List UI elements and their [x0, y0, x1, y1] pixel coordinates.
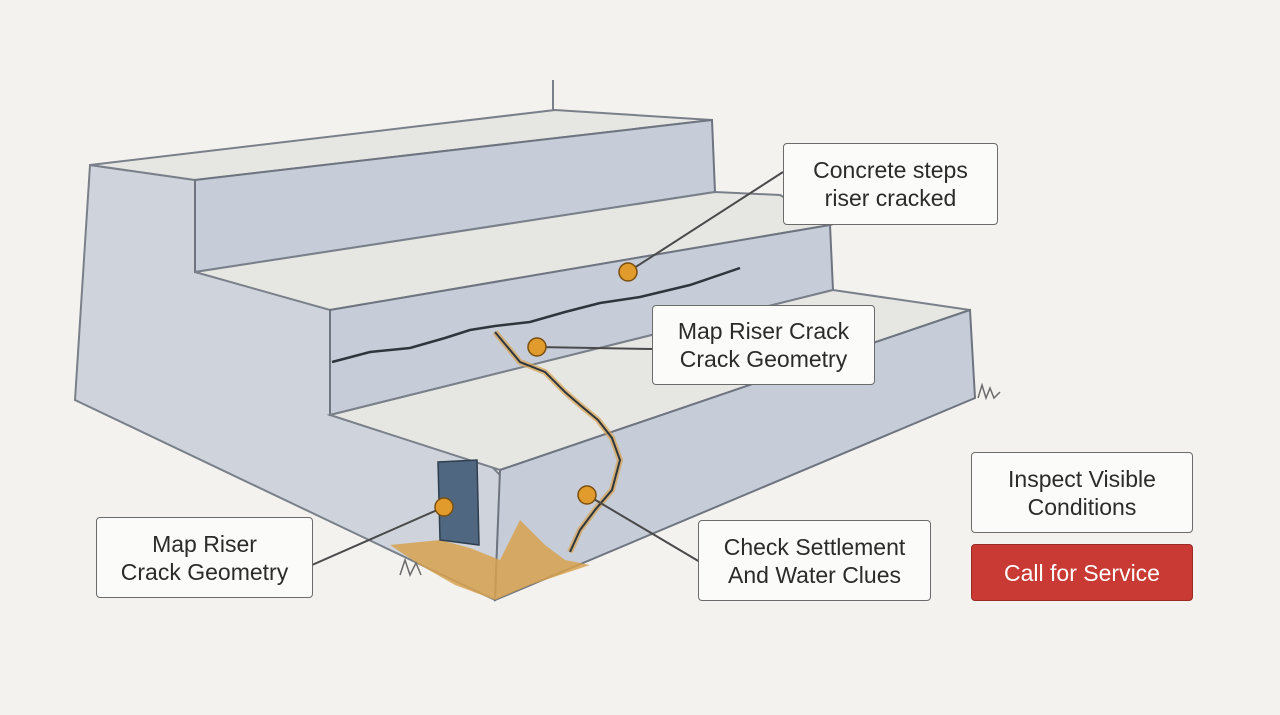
callout-text: Map Riser Crack — [677, 318, 850, 344]
callout-riser-cracked: Concrete steps riser cracked — [783, 143, 998, 225]
riser-crack — [331, 266, 741, 364]
grass-tuft — [399, 557, 422, 577]
marker-dot — [618, 262, 638, 282]
diagonal-crack — [494, 331, 622, 553]
callout-settlement: Check Settlement And Water Clues — [698, 520, 931, 601]
grass-tuft — [977, 382, 1001, 401]
callout-text: Crack Geometry — [120, 558, 289, 585]
call-for-service-button[interactable]: Call for Service — [971, 544, 1193, 601]
callout-text: And Water Clues — [728, 561, 901, 588]
marker-dot — [434, 497, 454, 517]
callout-text: Map Riser — [152, 530, 257, 557]
leader-riser-cracked — [627, 171, 784, 273]
button-label: Conditions — [1027, 493, 1137, 520]
callout-text: riser cracked — [824, 185, 957, 211]
leader-crack-geometry-lower — [311, 506, 445, 566]
callout-crack-geometry-lower: Map Riser Crack Geometry — [96, 517, 313, 598]
callout-text: Check Settlement — [723, 533, 906, 560]
leader-settlement — [586, 494, 701, 563]
marker-dot — [527, 337, 547, 357]
callout-crack-geometry-upper: Map Riser Crack Crack Geometry — [652, 305, 875, 385]
inspect-conditions-button[interactable]: Inspect Visible Conditions — [971, 452, 1193, 533]
button-label: Call for Service — [1004, 559, 1160, 586]
leader-crack-geometry-upper — [536, 346, 653, 350]
callout-text: Concrete steps — [813, 157, 968, 183]
button-label: Inspect Visible — [1008, 465, 1156, 492]
callout-text: Crack Geometry — [679, 346, 848, 372]
marker-dot — [577, 485, 597, 505]
